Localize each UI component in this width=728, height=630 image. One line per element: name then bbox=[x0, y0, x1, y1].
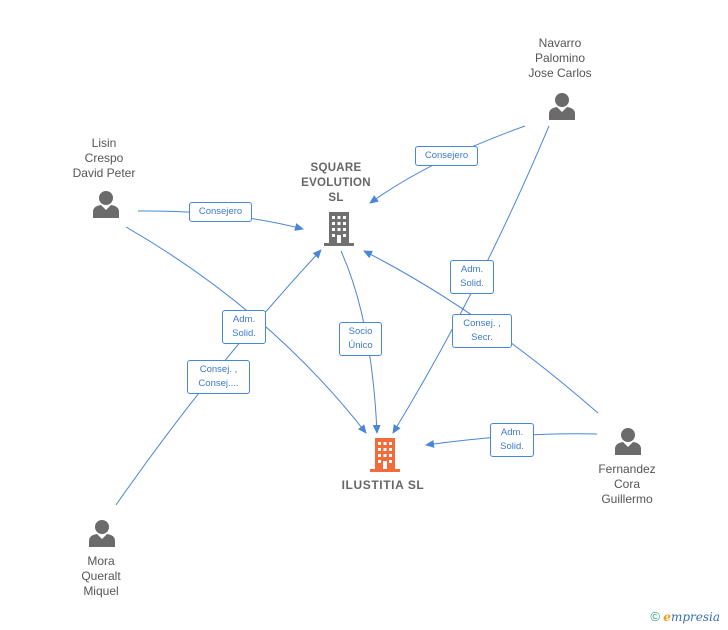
edge-label-lisin-ilustitia[interactable]: Adm. Solid. bbox=[222, 310, 266, 344]
node-label-square-evolution[interactable]: SQUARE EVOLUTION SL bbox=[301, 162, 371, 204]
edge-label-fernandez-square[interactable]: Consej. , Secr. bbox=[452, 314, 512, 348]
building-icon[interactable] bbox=[368, 437, 402, 473]
node-label-fernandez[interactable]: Fernandez Cora Guillermo bbox=[598, 462, 656, 506]
person-icon[interactable] bbox=[613, 426, 643, 456]
edge-label-navarro-square[interactable]: Consejero bbox=[415, 146, 478, 166]
node-label-ilustitia[interactable]: ILUSTITIA SL bbox=[341, 478, 425, 492]
person-icon[interactable] bbox=[547, 91, 577, 121]
person-icon[interactable] bbox=[87, 518, 117, 548]
edge-label-fernandez-ilustitia[interactable]: Adm. Solid. bbox=[490, 423, 534, 457]
person-icon[interactable] bbox=[91, 189, 121, 219]
edge-label-lisin-square[interactable]: Consejero bbox=[189, 202, 252, 222]
edge-label-square-ilustitia[interactable]: Socio Único bbox=[339, 322, 382, 356]
brand-name: mpresia bbox=[670, 610, 720, 624]
node-label-navarro[interactable]: Navarro Palomino Jose Carlos bbox=[528, 36, 592, 80]
brand-initial: e bbox=[663, 610, 671, 624]
node-label-lisin[interactable]: Lisin Crespo David Peter bbox=[72, 136, 136, 180]
brand-logo: empresia bbox=[663, 610, 720, 624]
building-icon[interactable] bbox=[322, 211, 356, 247]
copyright-notice: © empresia bbox=[650, 609, 720, 624]
edge-label-navarro-ilustitia[interactable]: Adm. Solid. bbox=[450, 260, 494, 294]
edge-label-mora-square[interactable]: Consej. , Consej.... bbox=[187, 360, 250, 394]
node-label-mora[interactable]: Mora Queralt Miquel bbox=[81, 554, 121, 598]
copyright-symbol: © bbox=[650, 609, 660, 624]
